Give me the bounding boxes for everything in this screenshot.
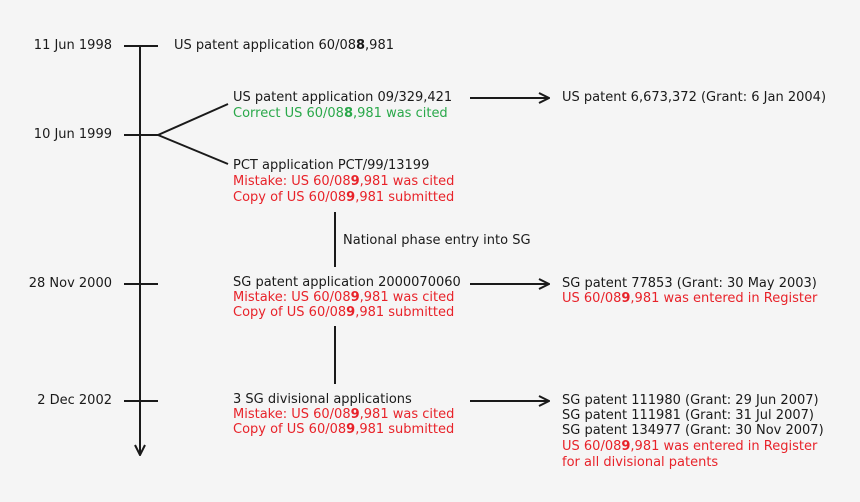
sg-patent-register: US 60/089,981 was entered in Register xyxy=(562,291,817,307)
us-application-title: US patent application 09/329,421 xyxy=(233,90,452,106)
us-patent: US patent 6,673,372 (Grant: 6 Jan 2004) xyxy=(562,90,826,106)
sg-divisional-patent-3: SG patent 134977 (Grant: 30 Nov 2007) xyxy=(562,423,824,439)
date-1998: 11 Jun 1998 xyxy=(0,38,112,54)
sg-patent-title: SG patent 77853 (Grant: 30 May 2003) xyxy=(562,276,817,292)
sg-application-title: SG patent application 2000070060 xyxy=(233,275,461,291)
pct-mistake-cited: Mistake: US 60/089,981 was cited xyxy=(233,174,454,190)
fork-lower xyxy=(158,135,228,164)
sg-divisional-title: 3 SG divisional applications xyxy=(233,392,412,408)
national-phase-label: National phase entry into SG xyxy=(343,233,531,249)
pct-application-title: PCT application PCT/99/13199 xyxy=(233,158,429,174)
sg-divisional-mistake-submitted: Copy of US 60/089,981 submitted xyxy=(233,422,454,438)
date-2002: 2 Dec 2002 xyxy=(0,393,112,409)
sg-divisional-register: US 60/089,981 was entered in Register xyxy=(562,439,817,455)
sg-divisional-patent-1: SG patent 111980 (Grant: 29 Jun 2007) xyxy=(562,393,819,409)
fork-upper xyxy=(158,104,228,135)
us-application-note: Correct US 60/088,981 was cited xyxy=(233,106,448,122)
date-1999: 10 Jun 1999 xyxy=(0,127,112,143)
date-2000: 28 Nov 2000 xyxy=(0,276,112,292)
sg-mistake-submitted: Copy of US 60/089,981 submitted xyxy=(233,305,454,321)
sg-mistake-cited: Mistake: US 60/089,981 was cited xyxy=(233,290,454,306)
priority-application: US patent application 60/088,981 xyxy=(174,38,394,54)
sg-divisional-register-line2: for all divisional patents xyxy=(562,455,718,471)
pct-mistake-submitted: Copy of US 60/089,981 submitted xyxy=(233,190,454,206)
sg-divisional-patent-2: SG patent 111981 (Grant: 31 Jul 2007) xyxy=(562,408,814,424)
sg-divisional-mistake-cited: Mistake: US 60/089,981 was cited xyxy=(233,407,454,423)
